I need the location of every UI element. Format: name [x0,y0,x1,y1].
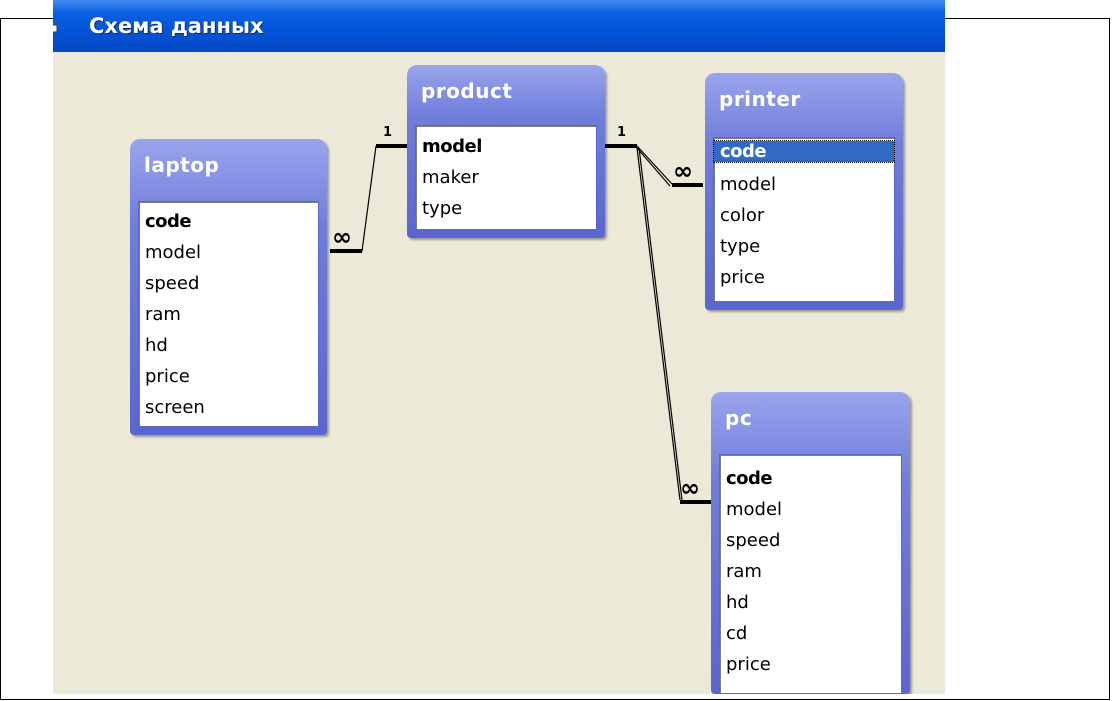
many-label: ∞ [680,474,700,502]
relationship-lines: 1 ∞ 1 ∞ ∞ [330,125,711,504]
field-model[interactable]: model [422,136,482,157]
field-type[interactable]: type [422,198,463,219]
one-label: 1 [617,125,626,140]
relationships-window: Схема данных 1 ∞ 1 ∞ [53,0,945,694]
table-pc[interactable]: pc code model speed ram hd cd price [711,392,910,694]
field-price[interactable]: price [726,654,771,675]
relationship-laptop-product[interactable]: 1 ∞ [330,125,407,253]
field-speed[interactable]: speed [145,273,200,294]
field-code[interactable]: code [726,468,773,489]
field-model[interactable]: model [145,242,202,263]
table-product-fields: model maker type [415,125,597,230]
field-model[interactable]: model [726,499,783,520]
table-laptop-title: laptop [144,153,220,177]
table-pc-fields: code model speed ram hd cd price [719,454,902,694]
field-maker[interactable]: maker [422,167,479,188]
field-price[interactable]: price [145,366,190,387]
title-bar[interactable]: Схема данных [53,0,945,52]
table-printer-fields: code model color type price [713,137,895,302]
field-screen[interactable]: screen [145,397,205,418]
field-type[interactable]: type [720,236,761,257]
field-code[interactable]: code [713,140,895,163]
field-hd[interactable]: hd [726,592,749,613]
table-printer[interactable]: printer code model color type price [705,73,903,310]
window-title: Схема данных [89,14,264,38]
diagram-canvas: 1 ∞ 1 ∞ ∞ laptop co [53,52,945,694]
table-pc-title: pc [725,406,753,430]
field-model[interactable]: model [720,174,777,195]
field-hd[interactable]: hd [145,335,168,356]
field-code[interactable]: code [145,211,192,232]
table-product-title: product [421,79,513,103]
relationship-product-pc[interactable]: ∞ [636,147,711,504]
field-cd[interactable]: cd [726,623,748,644]
many-label: ∞ [332,223,352,251]
relationship-product-printer[interactable]: 1 ∞ [605,125,703,187]
field-ram[interactable]: ram [726,561,762,582]
many-label: ∞ [673,157,693,185]
relationships-icon [53,18,59,40]
field-color[interactable]: color [720,205,765,226]
table-printer-title: printer [719,87,801,111]
table-product[interactable]: product model maker type [407,65,605,238]
table-laptop-fields: code model speed ram hd price screen [138,201,319,427]
field-price[interactable]: price [720,267,765,288]
field-speed[interactable]: speed [726,530,781,551]
one-label: 1 [383,125,392,140]
table-laptop[interactable]: laptop code model speed ram hd price scr… [130,139,327,435]
field-ram[interactable]: ram [145,304,181,325]
